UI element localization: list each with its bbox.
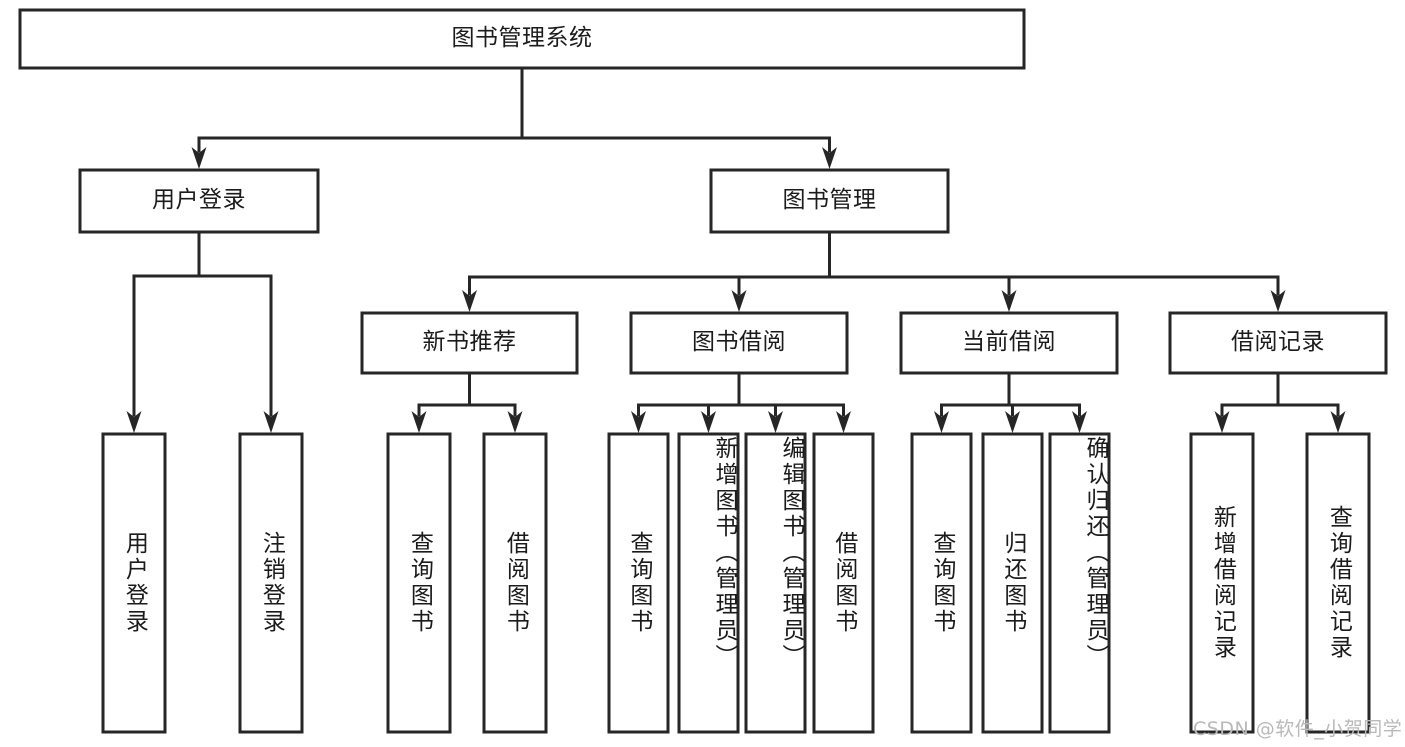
node-box-leaf-cb-confirm[interactable] (1048, 432, 1111, 734)
node-box-leaf-br-add[interactable] (1189, 432, 1255, 734)
connector-edges-layer (126, 66, 1346, 433)
node-box-leaf-bb-edit[interactable] (744, 432, 807, 734)
connector-arrowhead (263, 411, 279, 433)
connector-arrowhead (1001, 290, 1017, 312)
node-box-l2-current-borrow[interactable] (899, 311, 1119, 375)
connector-arrowhead (934, 411, 949, 433)
node-box-leaf-rec-borrow[interactable] (482, 432, 548, 734)
node-box-leaf-br-query[interactable] (1305, 432, 1371, 734)
node-box-l2-new-book-rec[interactable] (360, 311, 579, 375)
node-boxes-layer (18, 8, 1388, 734)
node-box-leaf-bb-borrow[interactable] (812, 432, 875, 734)
connector-arrowhead (1330, 411, 1346, 433)
connector-arrowhead (411, 411, 427, 433)
node-box-l1-book-manage[interactable] (709, 168, 950, 234)
connector-arrowhead (768, 411, 783, 433)
connector-arrowhead (1214, 411, 1230, 433)
node-box-leaf-rec-query[interactable] (386, 432, 452, 734)
connector-arrowhead (191, 147, 207, 169)
node-box-l2-borrow-record[interactable] (1168, 311, 1388, 375)
node-box-l2-book-borrow[interactable] (629, 311, 849, 375)
csdn-watermark: CSDN @软件_小贺同学 (1193, 718, 1403, 740)
node-box-leaf-cb-return[interactable] (981, 432, 1044, 734)
connector-arrowhead (731, 290, 747, 312)
connector-arrowhead (836, 411, 851, 433)
node-box-leaf-logout[interactable] (238, 432, 304, 734)
node-box-leaf-user-login[interactable] (101, 432, 167, 734)
node-box-leaf-bb-query[interactable] (607, 432, 670, 734)
connector-arrowhead (1072, 411, 1087, 433)
connector-arrowhead (1270, 290, 1286, 312)
connector-arrowhead (507, 411, 523, 433)
connector-arrowhead (126, 411, 142, 433)
node-box-leaf-bb-add[interactable] (677, 432, 740, 734)
connector-arrowhead (462, 290, 477, 312)
node-box-leaf-cb-query[interactable] (910, 432, 973, 734)
node-box-l1-user-login[interactable] (78, 168, 320, 234)
connector-arrowhead (1005, 411, 1020, 433)
connector-arrowhead (701, 411, 716, 433)
connector-arrowhead (822, 147, 837, 169)
connector-arrowhead (631, 411, 646, 433)
node-box-root[interactable] (18, 8, 1026, 70)
